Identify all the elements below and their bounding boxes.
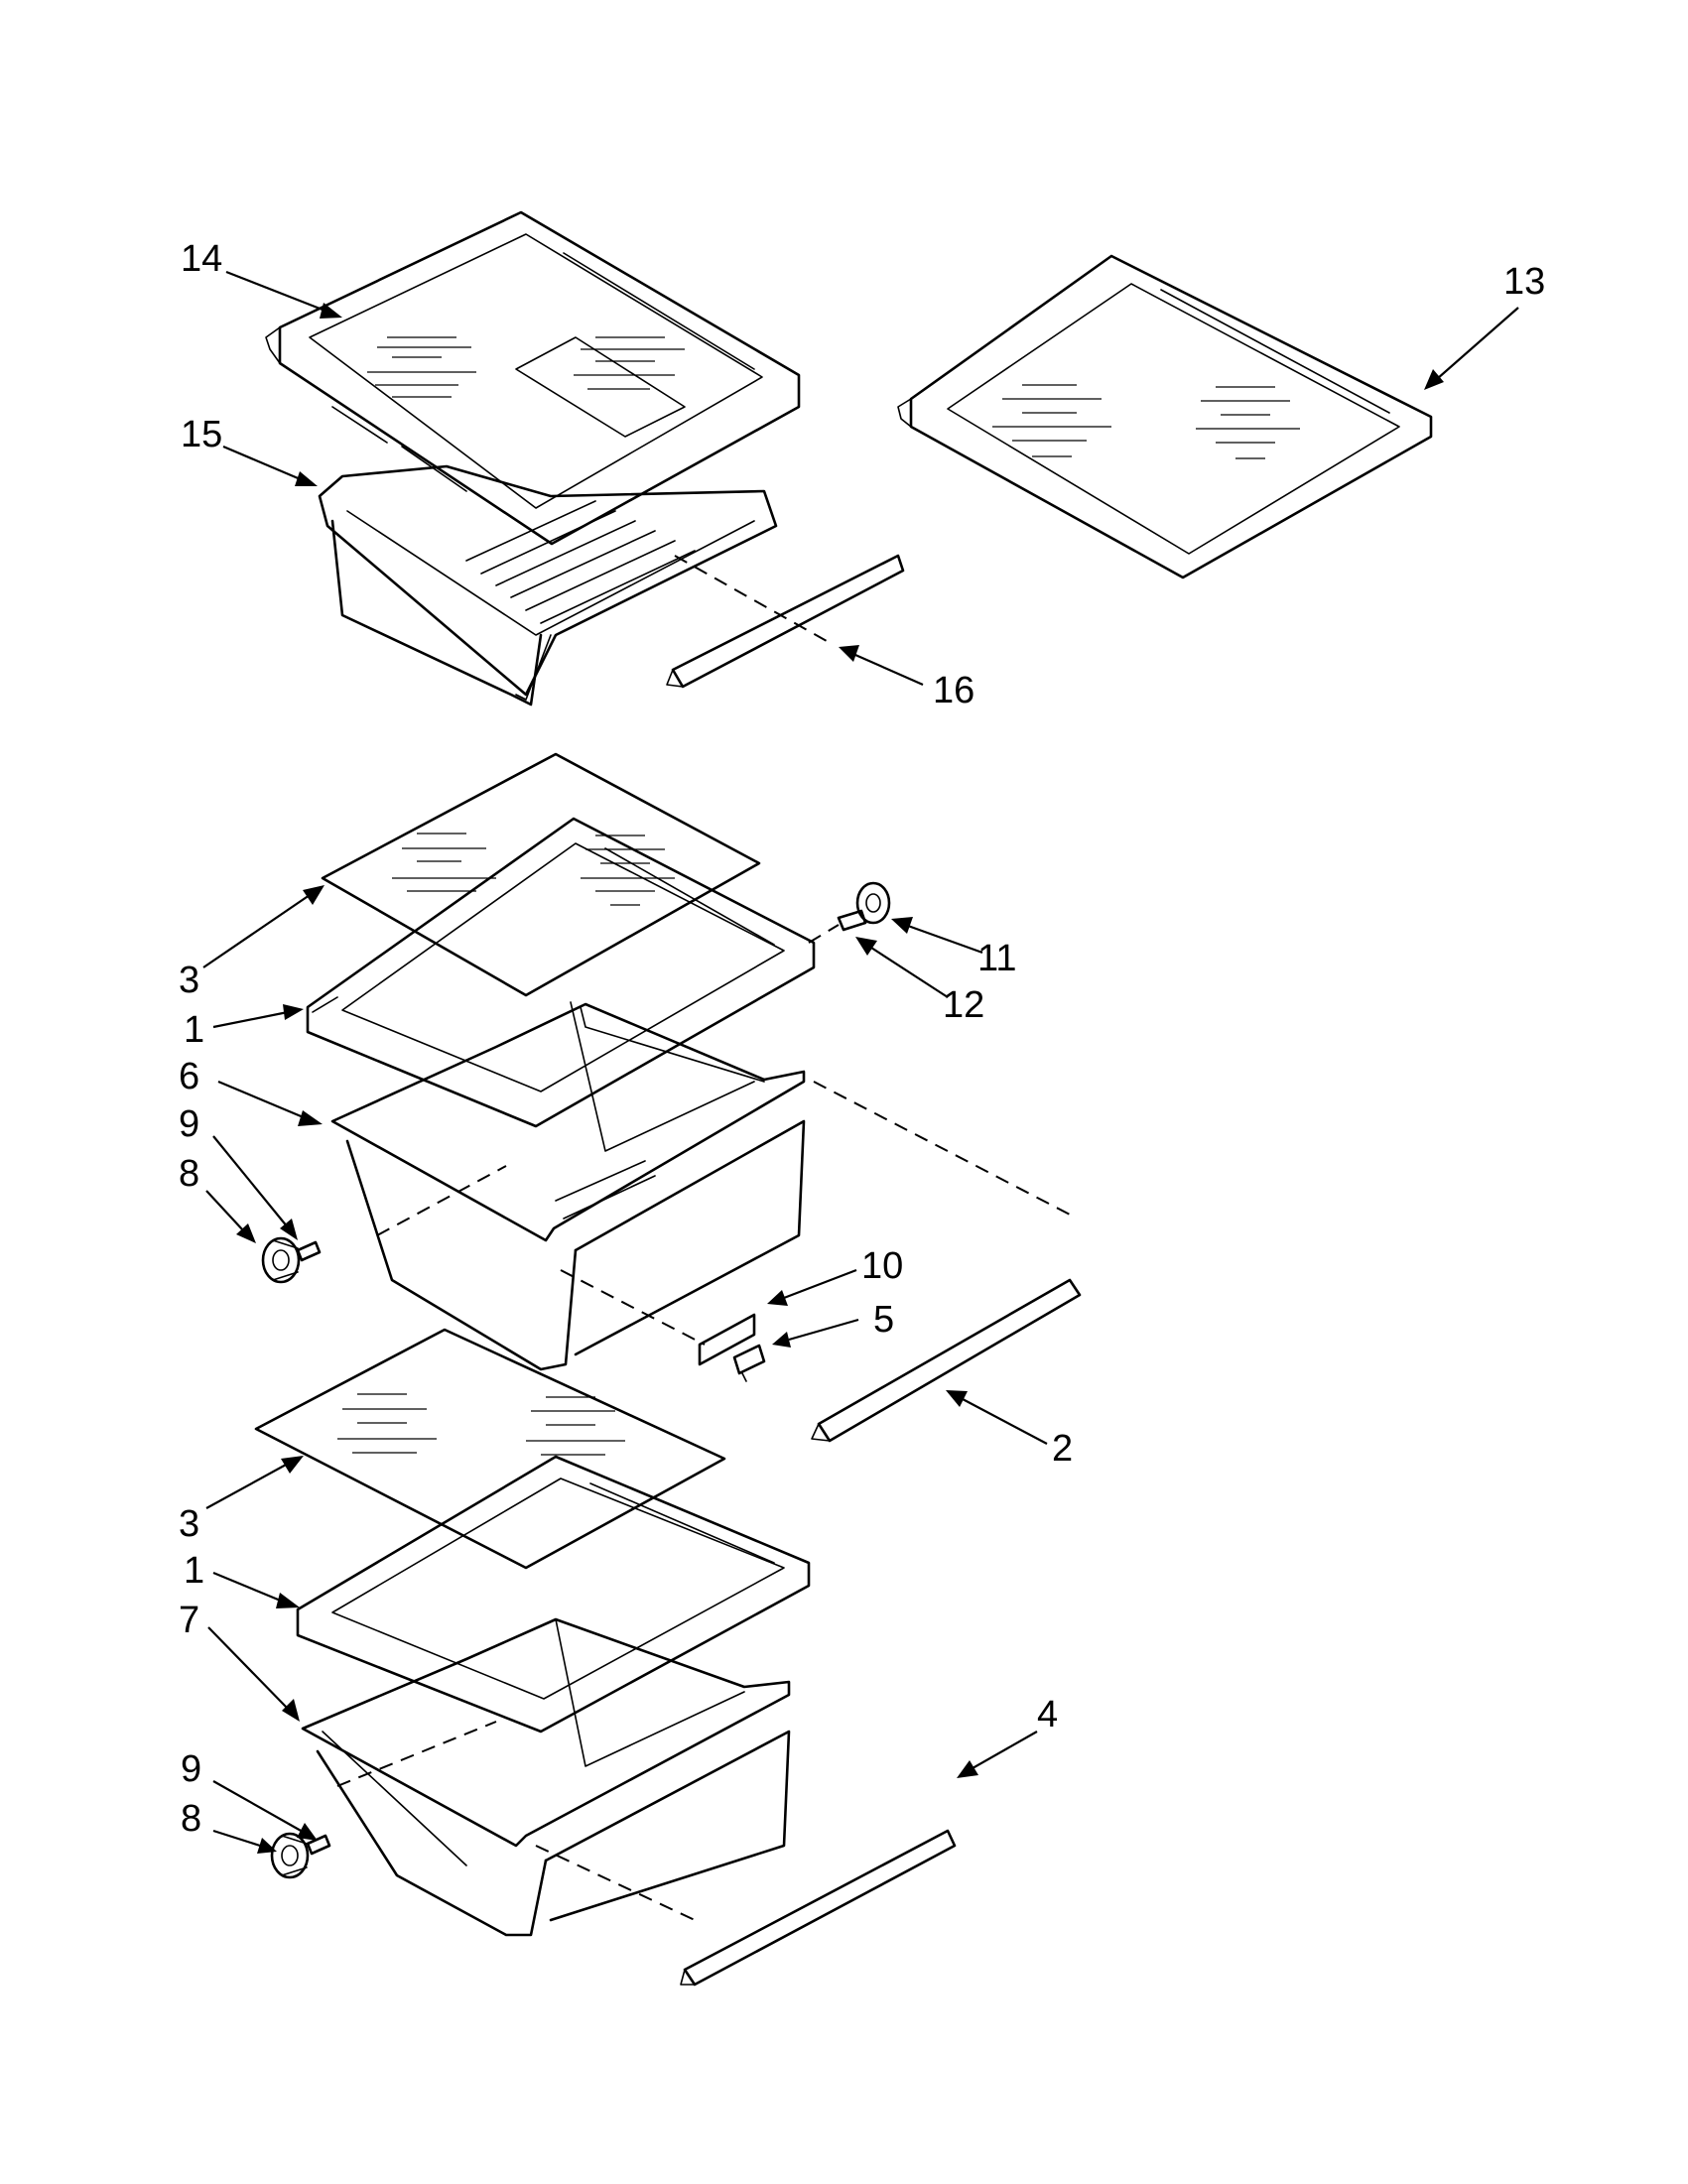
part-9-upper-screw bbox=[296, 1240, 322, 1262]
callout-2: 2 bbox=[1052, 1428, 1073, 1470]
part-1-lower-frame bbox=[296, 1455, 811, 1734]
part-7-dashed-guide-left bbox=[336, 1721, 497, 1787]
callout-15: 15 bbox=[181, 414, 222, 455]
leader-14 bbox=[225, 270, 328, 314]
leader-3b-arrowhead bbox=[281, 1456, 304, 1474]
callout-13: 13 bbox=[1503, 261, 1545, 303]
leader-4-arrowhead bbox=[957, 1760, 978, 1778]
leader-2-arrowhead bbox=[946, 1390, 968, 1407]
part-7-lower-crisper-drawer bbox=[301, 1617, 791, 1937]
callout-11: 11 bbox=[977, 938, 1016, 979]
leader-3a bbox=[202, 894, 311, 968]
leader-11-arrowhead bbox=[891, 917, 913, 934]
leader-7-arrowhead bbox=[282, 1699, 300, 1722]
leader-16 bbox=[854, 653, 924, 687]
callout-4: 4 bbox=[1037, 1694, 1058, 1735]
part-16-dashed-guide bbox=[674, 555, 835, 646]
leader-8b-arrowhead bbox=[257, 1838, 277, 1854]
leader-13-arrowhead bbox=[1424, 369, 1444, 390]
leader-10 bbox=[783, 1268, 857, 1300]
leader-6 bbox=[217, 1080, 307, 1120]
leader-8a bbox=[205, 1190, 244, 1231]
callout-8b: 8 bbox=[181, 1798, 201, 1840]
leader-9a bbox=[212, 1135, 289, 1228]
part-1-upper-frame bbox=[306, 817, 816, 1128]
callout-9b: 9 bbox=[181, 1748, 201, 1790]
part-6-upper-crisper-drawer bbox=[330, 1001, 806, 1371]
part-4-rail bbox=[680, 1829, 957, 1987]
part-14-shelf-frame bbox=[265, 210, 801, 546]
callout-3b: 3 bbox=[179, 1503, 199, 1545]
leader-lines bbox=[202, 270, 1519, 1854]
leader-9b bbox=[212, 1780, 304, 1833]
part-9-lower-screw bbox=[306, 1834, 331, 1856]
part-8-upper-roller bbox=[261, 1236, 301, 1284]
leader-2 bbox=[962, 1398, 1048, 1445]
callout-10: 10 bbox=[861, 1245, 903, 1287]
callout-1b: 1 bbox=[184, 1550, 204, 1592]
leader-1b bbox=[212, 1571, 284, 1604]
callout-5: 5 bbox=[873, 1299, 894, 1341]
callout-8a: 8 bbox=[179, 1153, 199, 1195]
part-6-dashed-guide-left bbox=[376, 1165, 507, 1236]
leader-8a-arrowhead bbox=[236, 1223, 256, 1243]
leader-15-arrowhead bbox=[295, 471, 318, 486]
callout-7: 7 bbox=[179, 1600, 199, 1641]
leader-13 bbox=[1436, 307, 1519, 380]
part-16-rail bbox=[666, 554, 905, 689]
glass-3-lower-hatch bbox=[337, 1393, 625, 1456]
part-10-dashed-guide bbox=[560, 1269, 706, 1346]
part-13-shelf bbox=[897, 254, 1433, 579]
part-12-screw bbox=[837, 909, 867, 932]
glass-3-upper-hatch bbox=[392, 833, 675, 906]
part-11-roller bbox=[855, 881, 891, 925]
leader-1a-arrowhead bbox=[283, 1004, 304, 1020]
leader-3a-arrowhead bbox=[303, 885, 325, 905]
callout-6: 6 bbox=[179, 1056, 199, 1097]
callout-3a: 3 bbox=[179, 960, 199, 1001]
leader-14-arrowhead bbox=[320, 303, 342, 319]
callout-labels: 14 15 13 16 3 1 6 9 8 11 12 10 5 2 3 1 7… bbox=[179, 238, 1545, 1840]
deli-drawer-ribs bbox=[465, 500, 696, 624]
leader-9a-arrowhead bbox=[280, 1219, 298, 1240]
leader-4 bbox=[972, 1731, 1038, 1769]
part-2-dashed-guide bbox=[813, 1081, 1073, 1217]
leader-15 bbox=[222, 445, 304, 482]
part-8-lower-roller bbox=[270, 1832, 310, 1879]
callout-12: 12 bbox=[943, 984, 984, 1026]
shelf-14-glass-hatch bbox=[367, 336, 685, 398]
callout-9a: 9 bbox=[179, 1103, 199, 1145]
leader-6-arrowhead bbox=[298, 1110, 323, 1126]
leader-3b bbox=[205, 1463, 289, 1509]
part-5-clip bbox=[732, 1344, 766, 1382]
part-4-dashed-guide bbox=[535, 1845, 696, 1921]
shelf-13-glass-hatch bbox=[992, 384, 1300, 459]
part-10-bracket bbox=[698, 1313, 756, 1366]
leader-8b bbox=[212, 1829, 261, 1848]
callout-1a: 1 bbox=[184, 1009, 204, 1051]
leader-5 bbox=[788, 1318, 859, 1342]
leader-12 bbox=[870, 947, 949, 998]
leader-5-arrowhead bbox=[772, 1332, 791, 1348]
leader-7 bbox=[207, 1626, 289, 1710]
callout-14: 14 bbox=[181, 238, 222, 280]
leader-1a bbox=[212, 1010, 289, 1029]
leader-11 bbox=[907, 924, 983, 955]
leader-16-arrowhead bbox=[839, 645, 859, 662]
part-15-deli-drawer bbox=[318, 464, 778, 707]
leader-9b-arrowhead bbox=[297, 1823, 318, 1841]
leader-12-arrowhead bbox=[855, 937, 877, 956]
part-2-rail bbox=[811, 1278, 1082, 1443]
part-3-lower-glass bbox=[254, 1328, 726, 1570]
part-3-upper-glass bbox=[321, 752, 761, 997]
part-11-dashed-guide bbox=[808, 924, 840, 944]
leader-10-arrowhead bbox=[767, 1290, 788, 1306]
leader-1b-arrowhead bbox=[276, 1593, 300, 1608]
callout-16: 16 bbox=[933, 670, 974, 711]
